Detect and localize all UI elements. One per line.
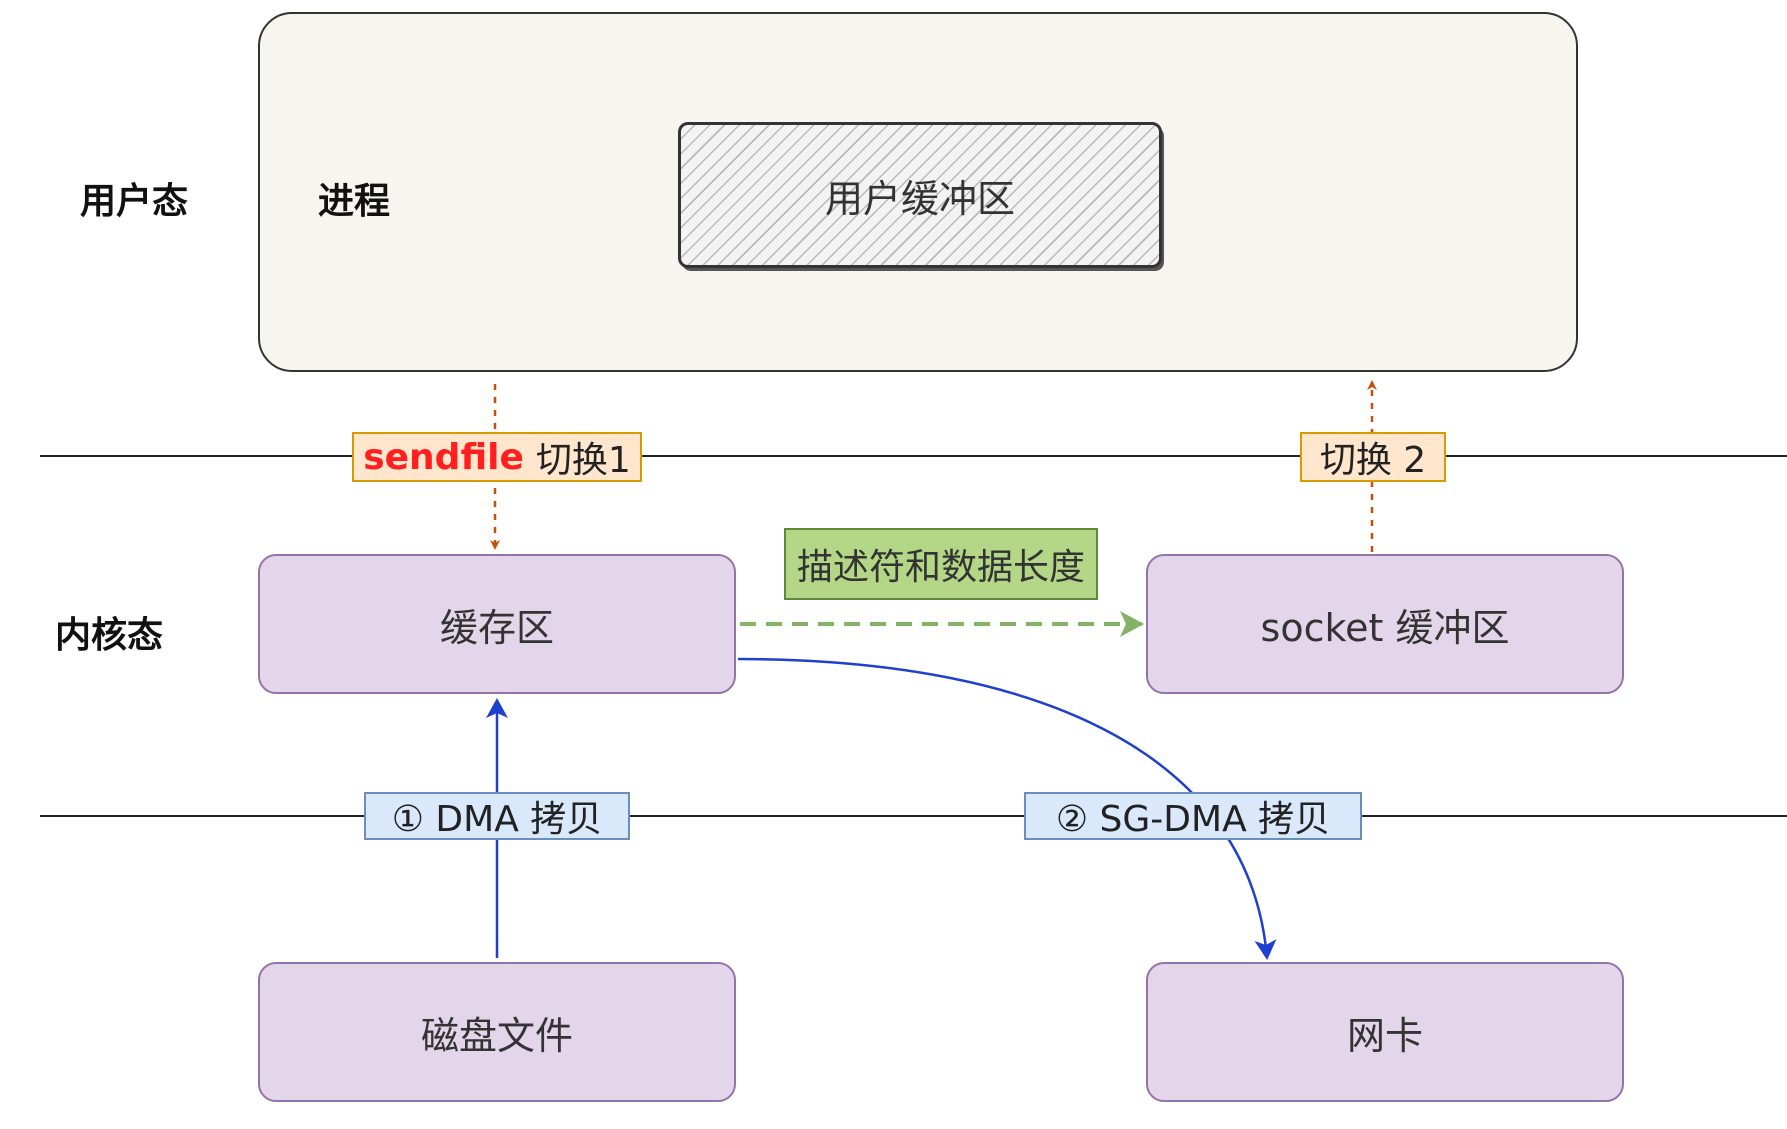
switch1-tag: sendfile 切换1 <box>352 432 642 482</box>
user-mode-label: 用户态 <box>80 181 189 222</box>
disk-file-label: 磁盘文件 <box>420 1013 573 1058</box>
process-label: 进程 <box>318 181 391 222</box>
sg-dma-copy-arrow <box>737 657 1277 960</box>
descriptor-text: 描述符和数据长度 <box>796 547 1085 588</box>
disk-file-box: 磁盘文件 <box>258 962 736 1102</box>
cache-box: 缓存区 <box>258 554 736 694</box>
nic-box: 网卡 <box>1146 962 1624 1102</box>
descriptor-tag: 描述符和数据长度 <box>784 528 1098 600</box>
switch2-tag: 切换 2 <box>1300 432 1446 482</box>
sendfile-keyword: sendfile <box>363 436 524 478</box>
switch2-text: 切换 2 <box>1319 440 1427 481</box>
socket-buffer-box: socket 缓冲区 <box>1146 554 1624 694</box>
nic-label: 网卡 <box>1346 1013 1423 1058</box>
dma-copy-text: ① DMA 拷贝 <box>391 799 603 840</box>
sg-dma-copy-text: ② SG-DMA 拷贝 <box>1055 799 1331 840</box>
socket-buffer-label: socket 缓冲区 <box>1260 605 1510 650</box>
sg-dma-copy-tag: ② SG-DMA 拷贝 <box>1024 792 1362 840</box>
user-buffer-label: 用户缓冲区 <box>824 176 1015 221</box>
dma-copy-tag: ① DMA 拷贝 <box>364 792 630 840</box>
cache-label: 缓存区 <box>439 605 554 650</box>
switch1-text: 切换1 <box>535 440 631 481</box>
kernel-mode-label: 内核态 <box>55 615 164 656</box>
user-buffer-box: 用户缓冲区 <box>678 122 1162 268</box>
